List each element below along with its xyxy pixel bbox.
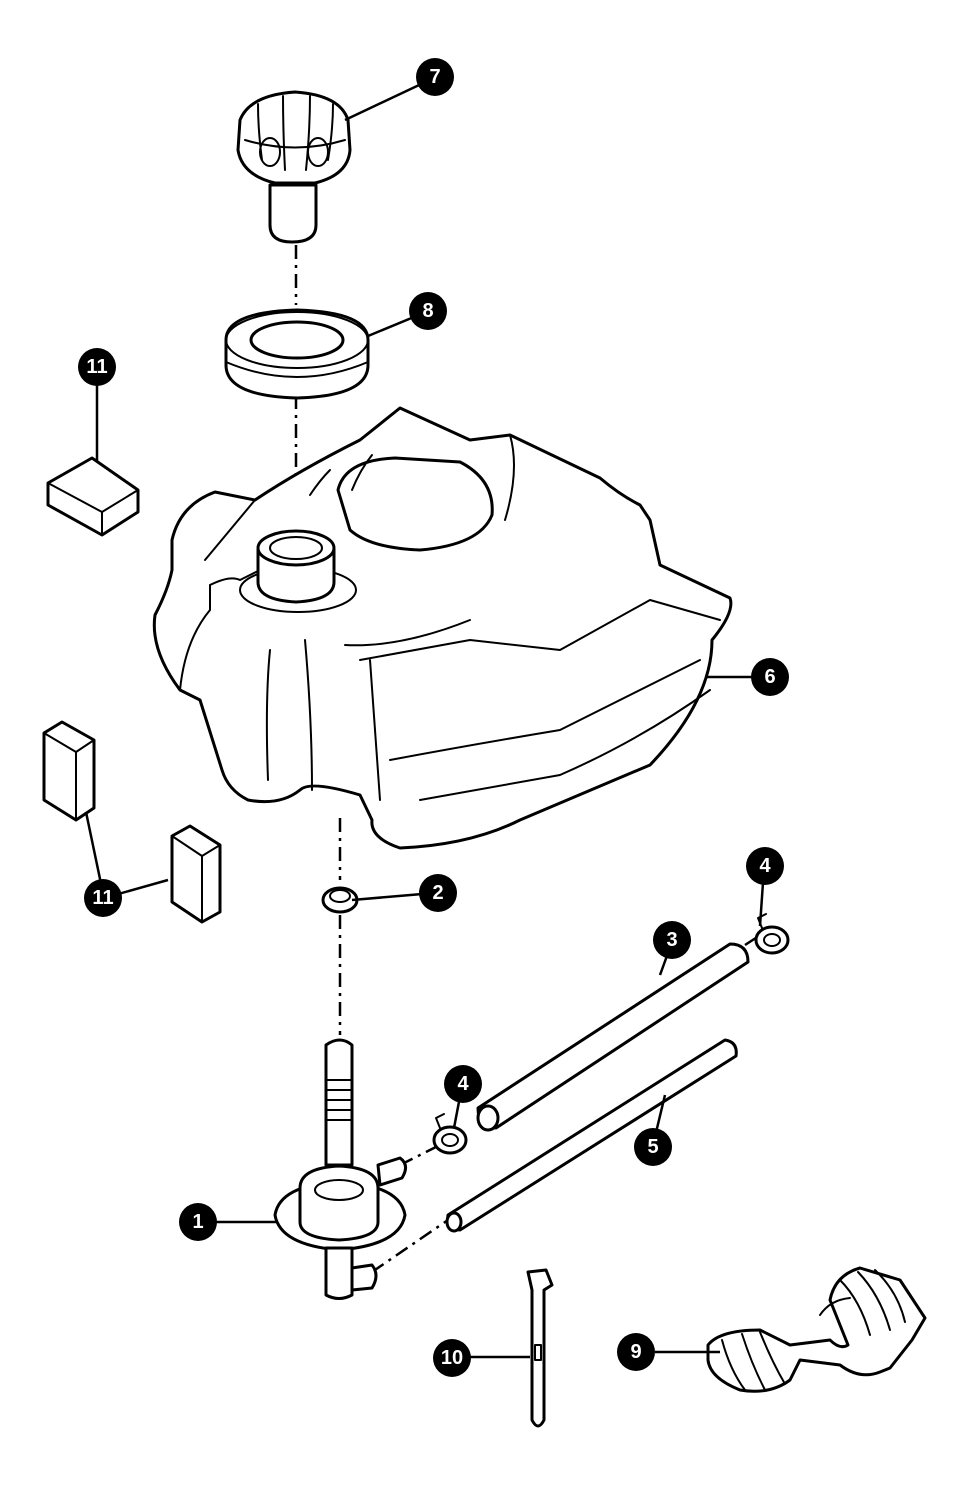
fuel-cap-part <box>236 90 352 244</box>
callout-11-bottom: 11 <box>84 879 122 917</box>
callout-3: 3 <box>653 921 691 959</box>
hose-clamp-lower-part <box>432 1113 468 1155</box>
svg-text:11: 11 <box>86 356 107 378</box>
callout-7: 7 <box>416 58 454 96</box>
svg-text:8: 8 <box>422 300 433 322</box>
cable-tie-part <box>526 1268 554 1428</box>
svg-text:3: 3 <box>666 929 677 951</box>
fuel-tank-part <box>152 406 733 850</box>
callout-10: 10 <box>433 1339 471 1377</box>
return-hose-part <box>445 1038 738 1233</box>
hose-clamp-upper-part <box>754 913 790 955</box>
callout-2: 2 <box>419 874 457 912</box>
callout-4-upper: 4 <box>746 847 784 885</box>
callout-11-top: 11 <box>78 348 116 386</box>
callout-1: 1 <box>179 1203 217 1241</box>
svg-text:4: 4 <box>457 1073 469 1095</box>
svg-text:1: 1 <box>192 1211 203 1233</box>
svg-text:6: 6 <box>764 666 775 688</box>
tank-grommet-part <box>321 886 359 914</box>
svg-text:4: 4 <box>759 855 771 877</box>
svg-text:10: 10 <box>441 1347 463 1369</box>
callout-8: 8 <box>409 292 447 330</box>
svg-text:2: 2 <box>432 882 443 904</box>
filler-grommet-part <box>224 308 370 400</box>
svg-text:9: 9 <box>630 1341 641 1363</box>
callout-9: 9 <box>617 1333 655 1371</box>
corrugated-boot-part <box>706 1266 927 1393</box>
fuel-valve-part <box>273 1038 407 1300</box>
svg-text:7: 7 <box>429 66 440 88</box>
callout-6: 6 <box>751 658 789 696</box>
foam-pad-top-part <box>46 456 140 537</box>
svg-text:11: 11 <box>92 887 113 909</box>
foam-pad-right-part <box>170 824 222 924</box>
svg-text:5: 5 <box>647 1136 658 1158</box>
foam-pad-left-part <box>42 720 96 822</box>
callout-4-lower: 4 <box>444 1065 482 1103</box>
fuel-hose-part <box>476 942 750 1132</box>
callout-5: 5 <box>634 1128 672 1166</box>
